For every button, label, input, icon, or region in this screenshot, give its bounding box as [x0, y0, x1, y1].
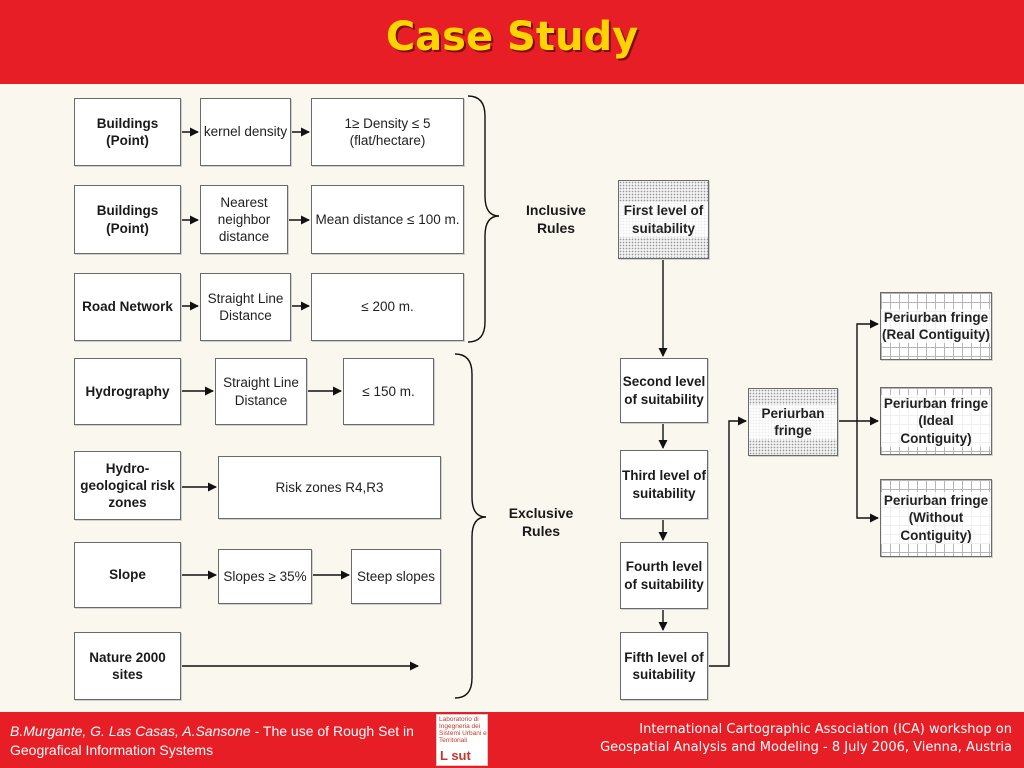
criterion-mean-distance: Mean distance ≤ 100 m. [311, 185, 464, 254]
logo-mark: L sut [440, 748, 471, 763]
criterion-density: 1≥ Density ≤ 5 (flat/hectare) [311, 98, 464, 166]
level-first: First level of suitability [618, 180, 709, 259]
input-slope: Slope [74, 542, 181, 608]
method-nearest-neighbor: Nearest neighbor distance [200, 185, 288, 254]
arrow-junction-real [856, 319, 879, 421]
input-road-network: Road Network [74, 273, 181, 341]
inclusive-rules-label: Inclusive Rules [526, 202, 586, 237]
criterion-hydro-150: ≤ 150 m. [343, 358, 434, 425]
logo-text: Laboratorio di Ingegneria dei Sistemi Ur… [439, 716, 487, 745]
footer-citation: B.Murgante, G. Las Casas, A.Sansone - Th… [10, 722, 430, 760]
fringe-ideal-contiguity: Periurban fringe (Ideal Contiguity) [880, 387, 992, 455]
footer-event-line1: International Cartographic Association (… [639, 722, 1012, 737]
method-risk-zones: Risk zones R4,R3 [218, 456, 441, 519]
input-hydrogeological: Hydro-geological risk zones [74, 451, 181, 520]
inclusive-brace [467, 95, 500, 343]
footer-authors: B.Murgante, G. Las Casas, A.Sansone [10, 723, 251, 739]
level-fourth: Fourth level of suitability [620, 542, 708, 609]
fringe-real-contiguity: Periurban fringe (Real Contiguity) [880, 292, 992, 360]
method-straight-line-road: Straight Line Distance [200, 273, 291, 341]
exclusive-brace [454, 353, 487, 699]
page-title: Case Study [385, 14, 639, 60]
arrow-junction-without [856, 421, 879, 523]
criterion-road-200: ≤ 200 m. [311, 273, 464, 341]
input-nature-2000: Nature 2000 sites [74, 632, 181, 700]
arrow-fifth-fringe [708, 416, 747, 667]
method-slopes: Slopes ≥ 35% [218, 549, 312, 604]
criterion-steep-slopes: Steep slopes [351, 549, 441, 604]
method-kernel-density: kernel density [200, 98, 291, 166]
footer-bar: B.Murgante, G. Las Casas, A.Sansone - Th… [0, 712, 1024, 768]
input-hydrography: Hydrography [74, 358, 181, 425]
header-bar: Case Study [0, 0, 1024, 84]
input-buildings-density: Buildings (Point) [74, 98, 181, 166]
level-fifth: Fifth level of suitability [620, 632, 708, 700]
diagram-canvas: Buildings (Point) Buildings (Point) Road… [0, 84, 1024, 712]
lisut-logo: Laboratorio di Ingegneria dei Sistemi Ur… [436, 714, 488, 766]
level-third: Third level of suitability [620, 450, 708, 519]
input-buildings-distance: Buildings (Point) [74, 185, 181, 254]
footer-event: International Cartographic Association (… [482, 721, 1012, 757]
level-second: Second level of suitability [620, 358, 708, 423]
periurban-fringe: Periurban fringe [748, 388, 838, 456]
exclusive-rules-label: Exclusive Rules [508, 505, 574, 540]
method-straight-line-hydro: Straight Line Distance [215, 358, 307, 425]
footer-paper-title: - The use of Rough Set in Geografical In… [10, 723, 414, 758]
fringe-without-contiguity: Periurban fringe (Without Contiguity) [880, 479, 992, 557]
connector-lines [180, 95, 879, 699]
footer-event-line2: Geospatial Analysis and Modeling - 8 Jul… [600, 740, 1012, 756]
